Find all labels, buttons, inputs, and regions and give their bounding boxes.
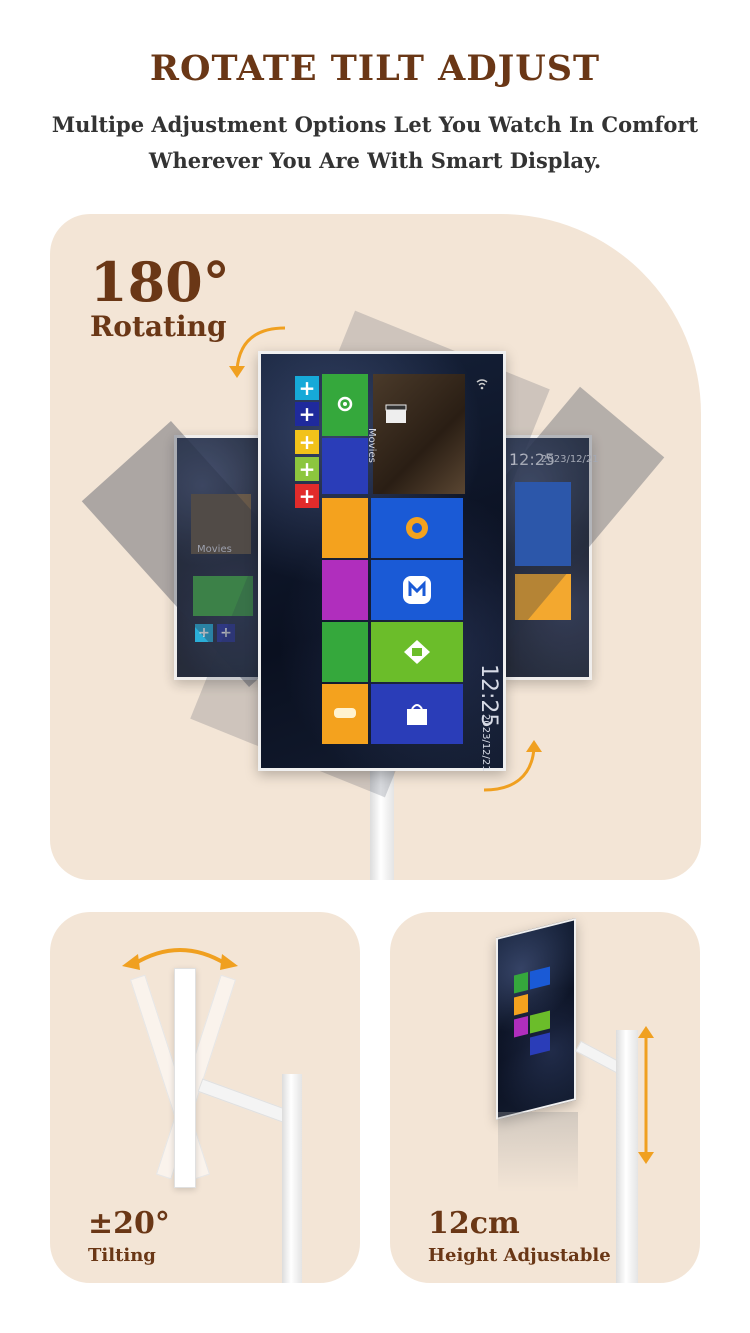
sofa-icon <box>334 708 356 718</box>
rotate-panel: 180° Rotating Movies + + 12:25 2023/12/2… <box>50 214 701 880</box>
height-monitor-reflection <box>498 1112 578 1192</box>
app-tile <box>322 684 368 744</box>
rotate-arrow-icon-bottom <box>483 740 542 792</box>
app-tile <box>322 498 368 558</box>
page-subtitle: Multipe Adjustment Options Let You Watch… <box>0 107 750 179</box>
rotate-value: 180° <box>90 250 230 314</box>
app-icon <box>406 517 428 539</box>
height-monitor <box>496 918 576 1120</box>
rotate-label: Rotating <box>90 310 227 343</box>
tilt-stand-pole <box>282 1074 302 1283</box>
app-tile <box>322 622 368 682</box>
monitor-tilt-main <box>174 968 196 1188</box>
page-title: ROTATE TILT ADJUST <box>149 48 601 89</box>
tilt-panel: ±20° Tilting <box>50 912 360 1283</box>
app-tile <box>322 560 368 620</box>
movies-label-ghost: Movies <box>197 544 232 555</box>
movies-tile: Movies <box>366 374 465 494</box>
height-value: 12cm <box>428 1206 520 1241</box>
tilt-bracket <box>197 1078 293 1125</box>
gear-icon <box>337 396 353 412</box>
wifi-icon <box>476 379 488 390</box>
height-arrow-icon <box>638 1026 654 1164</box>
app-tile <box>371 560 463 620</box>
subtitle-line-2: Wherever You Are With Smart Display. <box>148 148 602 173</box>
stand-pole <box>370 754 394 880</box>
main-screen: + + + + + Movies <box>258 351 506 772</box>
shopping-bag-icon <box>407 704 427 725</box>
subtitle-line-1: Multipe Adjustment Options Let You Watch… <box>51 112 699 137</box>
tilt-label: Tilting <box>88 1245 156 1266</box>
plus-icon: + <box>295 484 319 508</box>
ghost-date: 2023/12/21 <box>541 454 599 465</box>
height-stand-pole <box>616 1030 638 1283</box>
hdp-tile <box>322 438 368 494</box>
app-tile <box>371 622 463 682</box>
ghost-time: 12:25 <box>509 450 556 469</box>
screen-date: 2023/12/21 <box>480 714 491 772</box>
plus-icon: + <box>295 402 319 426</box>
app-tile <box>371 498 463 558</box>
plus-icon: + <box>295 376 319 400</box>
tilt-arrow-icon <box>122 948 238 970</box>
rotate-arrow-icon-top <box>229 326 286 378</box>
app-tile <box>371 684 463 744</box>
tilt-value: ±20° <box>88 1206 170 1241</box>
m-app-icon <box>403 576 431 604</box>
tv-icon <box>404 640 430 664</box>
plus-icon: + <box>295 457 319 481</box>
ghost-screen-right: 12:25 2023/12/21 <box>502 435 599 680</box>
height-panel: 12cm Height Adjustable <box>390 912 700 1283</box>
height-label: Height Adjustable <box>428 1245 611 1266</box>
clapper-icon <box>385 404 407 423</box>
settings-tile <box>322 374 368 436</box>
plus-icon: + <box>295 430 319 454</box>
movies-label: Movies <box>366 428 377 463</box>
